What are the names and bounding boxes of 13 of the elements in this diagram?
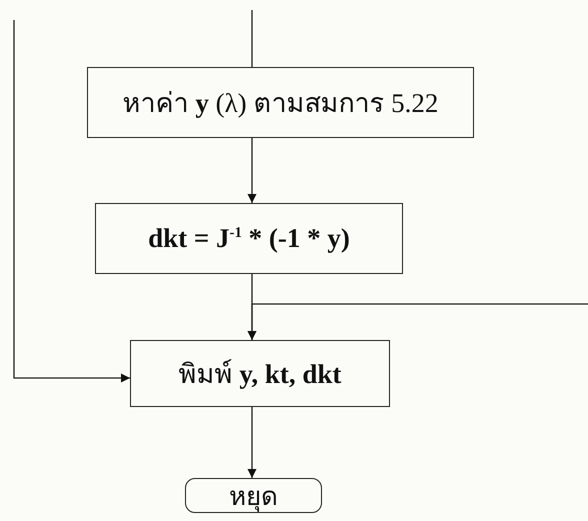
process-box — [95, 203, 403, 274]
box-text: หยุด — [229, 481, 278, 514]
box-text: พิมพ์ y, kt, dkt — [178, 358, 342, 391]
arrow — [248, 138, 256, 203]
terminator-box — [185, 478, 322, 513]
arrow — [248, 303, 588, 340]
box-text: หาค่า y (λ) ตามสมการ 5.22 — [122, 87, 438, 120]
connector-line — [251, 10, 253, 67]
process-box — [87, 67, 474, 138]
arrow — [248, 407, 256, 478]
arrow — [13, 20, 130, 382]
box-text: dkt = J$^{-1}$ * (-1 * y) — [148, 223, 350, 254]
process-box — [130, 340, 390, 407]
